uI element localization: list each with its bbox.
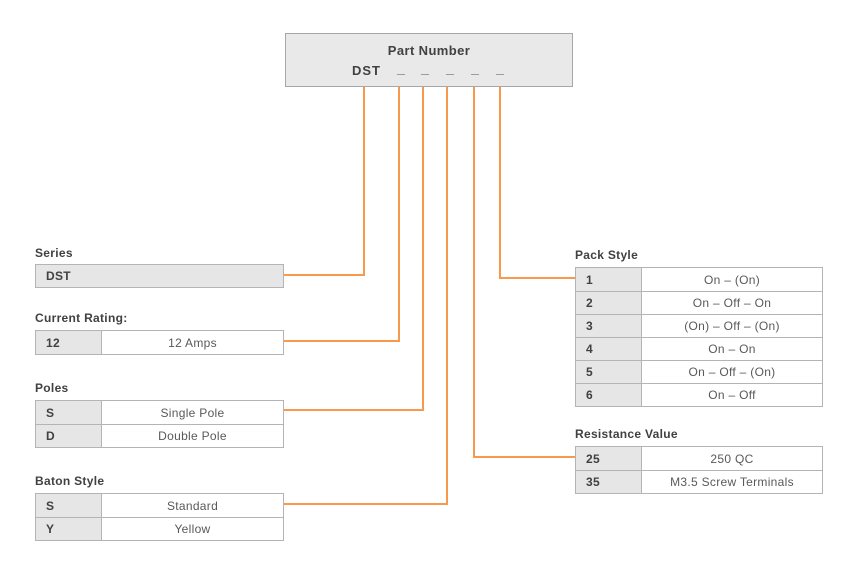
row-value-cell: On – (On) xyxy=(703,272,761,287)
row-key-cell: 5 xyxy=(576,361,642,383)
connector-line-resistance-value xyxy=(473,87,576,458)
table-row: 6 On – Off xyxy=(576,383,822,406)
row-key-cell: 1 xyxy=(576,268,642,291)
poles-label: Poles xyxy=(35,381,69,395)
connector-line-pack-style xyxy=(499,87,576,279)
row-value-cell: On – Off – (On) xyxy=(688,365,776,379)
pack-style-table: 1 On – (On) 2 On – Off – On 3 (On) – Off… xyxy=(575,267,823,407)
row-key-cell: DST xyxy=(36,265,283,287)
row-key-cell: S xyxy=(36,401,102,424)
resistance-value-table: 25 250 QC 35 M3.5 Screw Terminals xyxy=(575,446,823,494)
part-number-box: Part Number DST _ _ _ _ _ xyxy=(285,33,573,87)
baton-style-table: S Standard Y Yellow xyxy=(35,493,284,541)
part-number-blank-1: _ xyxy=(397,60,405,76)
part-number-blank-4: _ xyxy=(471,60,479,76)
baton-style-label: Baton Style xyxy=(35,474,105,488)
table-row: 12 12 Amps xyxy=(36,331,283,354)
part-number-blank-3: _ xyxy=(446,60,454,76)
table-row: 5 On – Off – (On) xyxy=(576,360,822,383)
table-row: 3 (On) – Off – (On) xyxy=(576,314,822,337)
row-key-cell: 35 xyxy=(576,471,642,493)
row-key-cell: 4 xyxy=(576,338,642,360)
row-value-cell: M3.5 Screw Terminals xyxy=(670,475,794,489)
row-value-cell: On – Off xyxy=(708,388,756,402)
table-row: D Double Pole xyxy=(36,424,283,447)
part-number-blank-2: _ xyxy=(421,60,429,76)
connector-line-current-rating xyxy=(284,87,400,342)
row-key-cell: 25 xyxy=(576,447,642,470)
series-table: DST xyxy=(35,264,284,288)
poles-table: S Single Pole D Double Pole xyxy=(35,400,284,448)
row-value-cell: 250 QC xyxy=(710,451,754,466)
current-rating-label: Current Rating: xyxy=(35,311,128,325)
resistance-value-label: Resistance Value xyxy=(575,427,678,441)
pack-style-label: Pack Style xyxy=(575,248,639,262)
row-value-cell: On – On xyxy=(708,342,756,356)
row-key-cell: 2 xyxy=(576,292,642,314)
row-value-cell: Yellow xyxy=(174,522,211,536)
current-rating-table: 12 12 Amps xyxy=(35,330,284,355)
row-key-cell: S xyxy=(36,494,102,517)
table-row: 2 On – Off – On xyxy=(576,291,822,314)
row-value-cell: Standard xyxy=(166,498,219,513)
connector-line-poles xyxy=(284,87,424,411)
table-row: 35 M3.5 Screw Terminals xyxy=(576,470,822,493)
row-value-cell: (On) – Off – (On) xyxy=(684,319,780,333)
table-row: Y Yellow xyxy=(36,517,283,540)
table-row: S Single Pole xyxy=(36,401,283,424)
part-number-title: Part Number xyxy=(387,43,471,58)
row-value-cell: Double Pole xyxy=(158,429,227,443)
table-row: 25 250 QC xyxy=(576,447,822,470)
connector-line-baton-style xyxy=(284,87,448,505)
row-key-cell: Y xyxy=(36,518,102,540)
row-key-cell: 12 xyxy=(36,331,102,354)
table-row: S Standard xyxy=(36,494,283,517)
row-value-cell: 12 Amps xyxy=(168,335,217,350)
table-row: 1 On – (On) xyxy=(576,268,822,291)
row-value-cell: On – Off – On xyxy=(692,296,772,310)
table-row: DST xyxy=(36,265,283,287)
row-key-cell: 3 xyxy=(576,315,642,337)
table-row: 4 On – On xyxy=(576,337,822,360)
row-key-cell: D xyxy=(36,425,102,447)
part-number-prefix: DST xyxy=(352,63,381,78)
connector-line-series xyxy=(284,87,365,276)
series-label: Series xyxy=(35,246,73,260)
part-number-blank-5: _ xyxy=(496,60,504,76)
row-value-cell: Single Pole xyxy=(160,405,225,420)
row-key-cell: 6 xyxy=(576,384,642,406)
